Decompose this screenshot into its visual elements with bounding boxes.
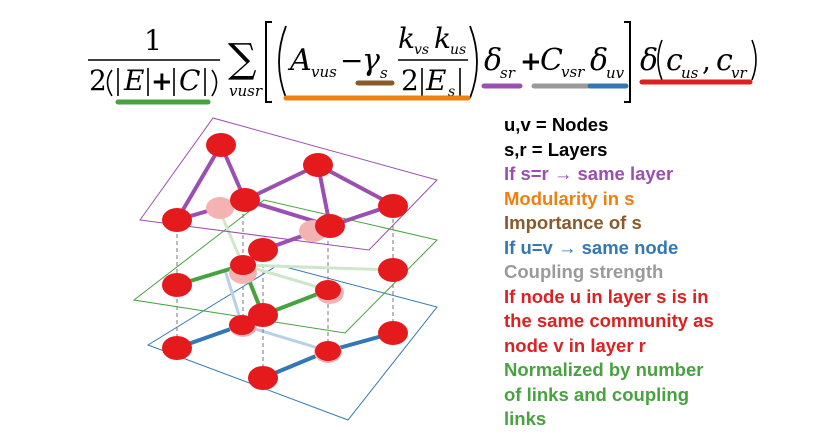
multilayer-network: [132, 117, 438, 421]
node: [230, 255, 256, 275]
coupling-subscript: vsr: [561, 63, 585, 81]
legend-normalized-2: of links and coupling: [504, 383, 689, 405]
degree-k-v-subscript: vs: [414, 42, 429, 58]
community-delta: δ: [640, 43, 658, 78]
legend-normalized-1: Normalized by number: [504, 359, 704, 380]
open-paren: [657, 39, 663, 81]
legend-same-node: If u=v → same node: [504, 236, 679, 258]
gamma-subscript: s: [380, 64, 388, 82]
node: [230, 188, 260, 212]
node: [315, 341, 341, 361]
purple-layer-edges: [175, 143, 395, 252]
legend: u,v = Nodes s,r = Layers If s=r → same l…: [504, 113, 834, 432]
adjacency-A: A: [287, 43, 312, 78]
coupling-count-C: C: [179, 64, 200, 97]
legend-community-1: If node u in layer s is in: [504, 285, 709, 307]
legend-nodes: u,v = Nodes: [504, 114, 609, 135]
summation-subscript: vusr: [229, 82, 263, 100]
nodes: [162, 133, 408, 390]
right-bracket: [624, 21, 631, 103]
degree-k-u-subscript: us: [450, 42, 466, 58]
two-constant: 2: [401, 64, 419, 97]
node: [229, 315, 255, 335]
fraction-numerator: 1: [144, 24, 162, 57]
community-c-v: c: [716, 43, 733, 78]
plus-sign: +: [520, 47, 542, 77]
legend-layers: s,r = Layers: [504, 138, 608, 160]
layer-edges-subscript: s: [448, 84, 455, 100]
comma: ,: [702, 44, 711, 77]
legend-coupling: Coupling strength: [504, 261, 664, 282]
legend-community-2: the same community as: [504, 310, 714, 331]
delta-uv-subscript: uv: [606, 64, 625, 82]
summation-symbol: ∑: [228, 36, 257, 82]
modularity-formula: 1 2 E + C ∑ vusr A vus − γ s k vs k us 2…: [88, 21, 757, 105]
node: [162, 336, 192, 360]
node: [206, 133, 236, 157]
degree-k-u: k: [434, 22, 451, 55]
legend-community-3: node v in layer r: [504, 334, 646, 356]
open-paren: [106, 69, 113, 97]
community-c-v-subscript: vr: [731, 64, 747, 82]
close-paren: [751, 39, 757, 81]
node: [248, 303, 278, 327]
delta-uv: δ: [590, 43, 608, 78]
close-paren: [211, 69, 218, 97]
delta-sr-subscript: sr: [500, 64, 516, 82]
legend-modularity: Modularity in s: [504, 187, 635, 209]
node: [315, 280, 341, 300]
blue-layer-edges: [175, 323, 395, 380]
coupling-C: C: [540, 43, 563, 78]
node: [378, 194, 408, 218]
layer-edges-E: E: [425, 64, 446, 97]
layer-plane-blue: [146, 264, 438, 421]
community-c-u-subscript: us: [681, 64, 699, 82]
node: [378, 258, 408, 282]
legend-normalized-3: links: [504, 408, 547, 429]
node: [378, 321, 408, 345]
node: [248, 238, 278, 262]
delta-sr: δ: [484, 43, 502, 78]
node: [303, 153, 333, 177]
open-paren: [278, 25, 287, 99]
node: [315, 214, 345, 238]
close-paren: [469, 25, 478, 99]
plus-sign: +: [151, 67, 173, 97]
gamma-symbol: γ: [362, 43, 380, 78]
node: [248, 366, 278, 390]
edge-count-E: E: [123, 64, 144, 97]
left-bracket: [265, 21, 272, 103]
legend-importance: Importance of s: [504, 212, 642, 233]
adjacency-subscript: vus: [311, 63, 337, 81]
fraction-denominator-two: 2: [89, 64, 107, 97]
community-c-u: c: [666, 43, 683, 78]
minus-sign: −: [340, 44, 363, 77]
legend-same-layer: If s=r → same layer: [504, 163, 674, 184]
node: [162, 208, 192, 232]
coupling-links: [176, 200, 394, 378]
degree-k-v: k: [398, 22, 415, 55]
node: [162, 273, 192, 297]
